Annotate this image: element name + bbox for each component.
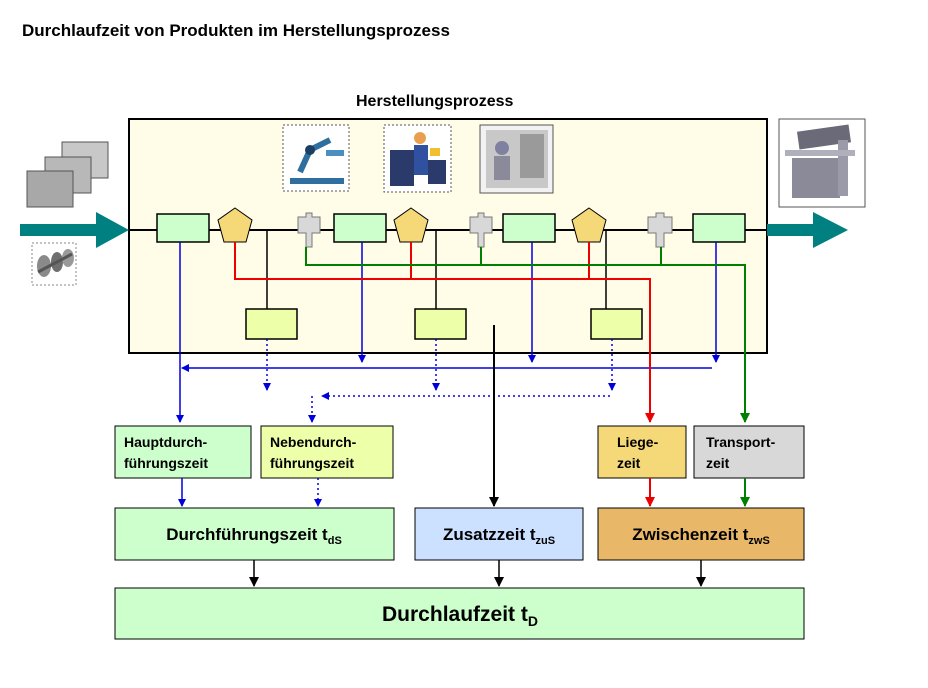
operator-at-machine-icon xyxy=(479,124,554,194)
main-execution-time-line2: führungszeit xyxy=(124,455,208,471)
band-saw-machine-icon xyxy=(778,118,866,208)
execution-time-box: Durchführungszeit tdS xyxy=(114,507,395,561)
svg-text:Durchführungszeit tdS: Durchführungszeit tdS xyxy=(166,525,342,547)
waiting-time-line1: Liege- xyxy=(617,434,659,450)
secondary-activity-box-3 xyxy=(590,308,643,340)
process-label: Herstellungsprozess xyxy=(356,93,513,110)
transport-time-line2: zeit xyxy=(706,455,730,471)
svg-text:Zusatzzeit tzuS: Zusatzzeit tzuS xyxy=(443,525,555,547)
transport-time-box: Transport- zeit xyxy=(693,425,805,479)
secondary-execution-lines xyxy=(263,339,616,423)
execution-time-subscript: dS xyxy=(328,535,342,547)
intermediate-time-label: Zwischenzeit t xyxy=(632,525,749,544)
stacked-sheets-icon xyxy=(26,141,109,208)
secondary-execution-time-line2: führungszeit xyxy=(270,455,354,471)
main-execution-lines xyxy=(176,242,720,423)
intermediate-time-box: Zwischenzeit tzwS xyxy=(597,507,805,561)
additional-time-subscript: zuS xyxy=(536,535,556,547)
main-execution-time-line1: Hauptdurch- xyxy=(124,434,208,450)
waiting-time-lines xyxy=(234,242,655,423)
secondary-execution-time-box: Nebendurch- führungszeit xyxy=(260,425,394,479)
material-input-arrow xyxy=(20,212,129,248)
throughput-time-box: Durchlaufzeit tD xyxy=(114,587,805,640)
svg-text:Durchlaufzeit tD: Durchlaufzeit tD xyxy=(382,603,538,629)
waiting-time-line2: zeit xyxy=(617,455,641,471)
crankshaft-icon xyxy=(31,242,77,286)
transport-cross-2 xyxy=(469,212,493,248)
throughput-time-subscript: D xyxy=(528,613,538,629)
secondary-activity-box-2 xyxy=(414,308,467,340)
throughput-time-label: Durchlaufzeit t xyxy=(382,603,528,626)
intermediate-time-subscript: zwS xyxy=(748,535,769,547)
operation-box-4 xyxy=(692,213,746,243)
svg-text:Zwischenzeit tzwS: Zwischenzeit tzwS xyxy=(632,525,770,547)
worker-at-machine-icon xyxy=(383,124,452,193)
material-output-arrow xyxy=(767,212,848,248)
robot-arm-icon xyxy=(282,124,350,192)
secondary-execution-time-line1: Nebendurch- xyxy=(270,434,357,450)
operation-box-3 xyxy=(502,213,556,243)
diagram-title: Durchlaufzeit von Produkten im Herstellu… xyxy=(22,21,450,40)
additional-time-label: Zusatzzeit t xyxy=(443,525,536,544)
additional-time-box: Zusatzzeit tzuS xyxy=(414,507,584,561)
waiting-time-box: Liege- zeit xyxy=(597,425,687,479)
summary-to-throughput-arrows xyxy=(249,560,706,587)
main-execution-time-box: Hauptdurch- führungszeit xyxy=(114,425,252,479)
secondary-activity-box-1 xyxy=(245,308,298,340)
execution-time-label: Durchführungszeit t xyxy=(166,525,328,544)
transport-time-lines xyxy=(305,247,750,423)
secondary-connectors xyxy=(266,230,607,309)
operation-box-1 xyxy=(156,213,210,243)
transport-cross-3 xyxy=(647,212,673,248)
transport-time-line1: Transport- xyxy=(706,434,776,450)
transport-cross-1 xyxy=(297,212,321,248)
operation-box-2 xyxy=(333,213,387,243)
